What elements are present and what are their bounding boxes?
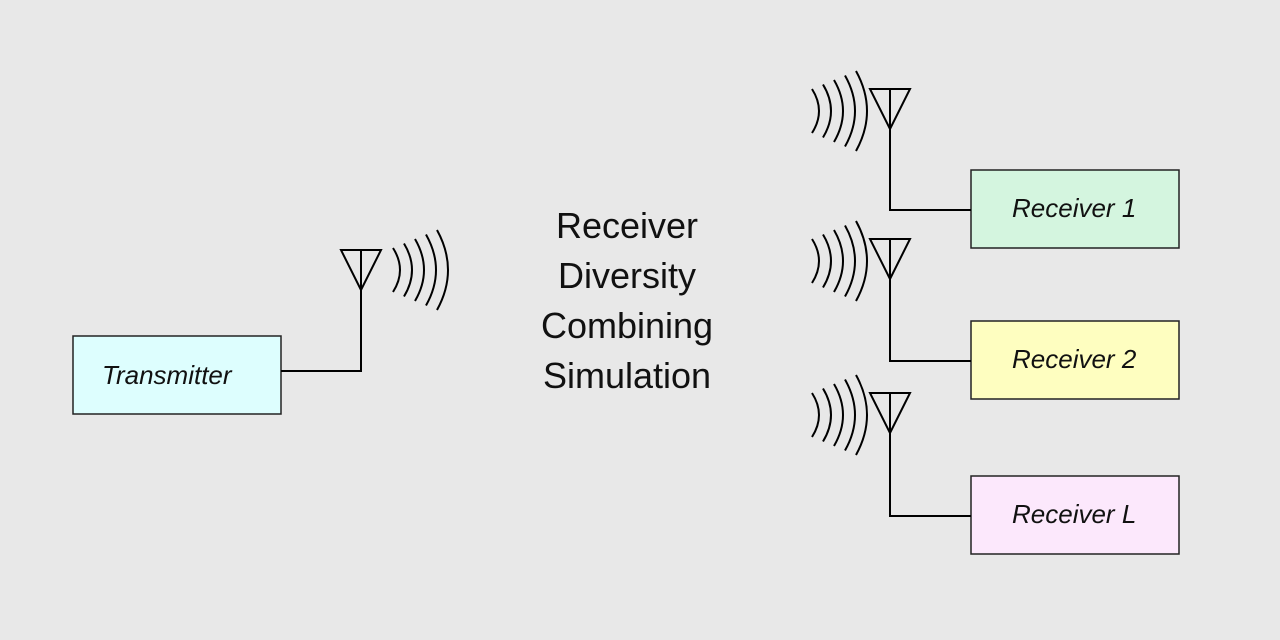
radio-waves-icon	[811, 220, 868, 302]
receivers: Receiver 1 Receiver 2 Receiver L	[811, 70, 1180, 555]
antenna-icon	[868, 88, 912, 132]
title: Receiver Diversity Combining Simulation	[541, 205, 713, 396]
receiver-label: Receiver 1	[1012, 193, 1136, 223]
title-line: Simulation	[543, 355, 711, 396]
antenna-icon	[868, 238, 912, 282]
receiver-3: Receiver L	[811, 374, 1180, 555]
radio-waves-icon	[811, 374, 868, 456]
receiver-1: Receiver 1	[811, 70, 1180, 249]
radio-waves-icon	[811, 70, 868, 152]
title-line: Receiver	[556, 205, 698, 246]
receiver-label: Receiver 2	[1012, 344, 1137, 374]
transmitter-label: Transmitter	[102, 360, 233, 390]
antenna-icon	[868, 392, 912, 436]
receiver-wire	[889, 89, 971, 211]
transmitter-box	[72, 335, 282, 415]
receiver-box	[970, 169, 1180, 249]
receiver-box	[970, 320, 1180, 400]
receiver-wire	[889, 393, 971, 517]
title-line: Diversity	[558, 255, 696, 296]
receiver-2: Receiver 2	[811, 220, 1180, 400]
receiver-label: Receiver L	[1012, 499, 1136, 529]
receiver-wire	[889, 239, 971, 362]
title-line: Combining	[541, 305, 713, 346]
receiver-box	[970, 475, 1180, 555]
transmitter: Transmitter	[72, 229, 449, 415]
antenna-icon	[339, 249, 383, 293]
radio-waves-icon	[392, 229, 449, 311]
